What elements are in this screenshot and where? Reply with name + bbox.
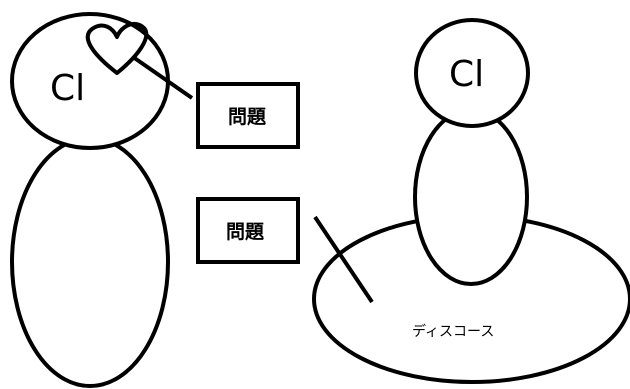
right-figure-body (413, 108, 529, 286)
right-figure-head (414, 18, 530, 128)
discourse-connector-line (313, 215, 374, 304)
problem-box-bottom: 問題 (196, 197, 300, 264)
left-figure-body (10, 136, 170, 388)
problem-box-bottom-label: 問題 (226, 221, 265, 243)
heart-icon (85, 21, 149, 75)
problem-box-bottom-frame (196, 197, 300, 264)
right-figure-head-label: Cl (449, 54, 484, 95)
problem-box-top-label: 問題 (228, 106, 267, 128)
problem-box-top-frame (196, 82, 300, 149)
right-figure: Cl ディスコース (312, 18, 630, 384)
heart-connector-line (131, 55, 194, 100)
discourse-label: ディスコース (412, 323, 494, 340)
problem-box-top: 問題 (196, 82, 300, 149)
left-figure-head-label: Cl (50, 68, 85, 109)
left-figure: Cl (10, 12, 194, 388)
